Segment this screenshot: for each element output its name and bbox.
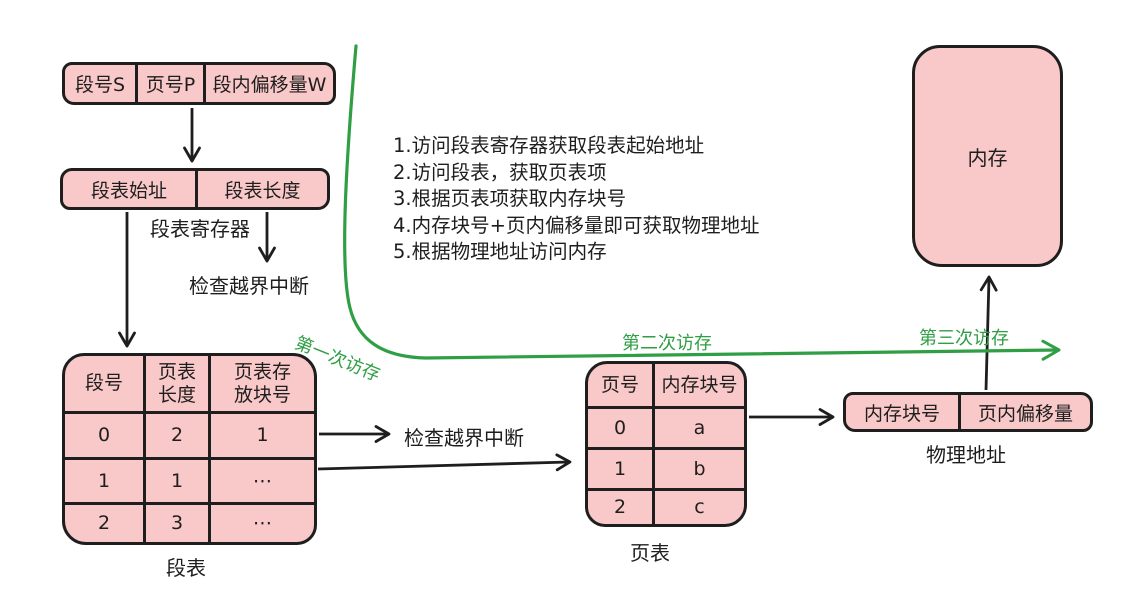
segment-table-cell: 1	[146, 457, 211, 502]
memory-box: 内存	[912, 45, 1063, 267]
segment-table-label: 段表	[166, 556, 206, 580]
step-2: 2.访问段表，获取页表项	[393, 160, 607, 184]
memory-block-cell: 内存块号	[846, 395, 961, 429]
segment-table-cell: 3	[146, 502, 211, 542]
step-3: 3.根据页表项获取内存块号	[393, 187, 627, 210]
segment-table-header-ptblock: 页表存 放块号	[233, 360, 291, 406]
segment-offset-cell: 段内偏移量W	[212, 74, 327, 96]
segment-table-length-cell: 段表长度	[224, 179, 301, 202]
step-5: 5.根据物理地址访问内存	[393, 240, 607, 263]
third-access-annotation: 第三次访存	[919, 328, 1009, 349]
segment-table-header-segno: 段号	[65, 356, 146, 411]
segment-table-cell: ⋯	[211, 502, 314, 542]
segment-number-cell: 段号S	[65, 65, 138, 102]
step-1: 1.访问段表寄存器获取段表起始地址	[393, 134, 705, 157]
page-offset-cell: 页内偏移量	[977, 402, 1073, 425]
steps-list: 1.访问段表寄存器获取段表起始地址 2.访问段表，获取页表项 3.根据页表项获取…	[393, 133, 759, 266]
segment-table-cell: 0	[65, 411, 146, 457]
page-table-cell: a	[655, 406, 744, 447]
page-number-cell: 页号P	[138, 65, 206, 102]
segment-table-cell: 1	[65, 457, 146, 502]
page-table-label: 页表	[630, 541, 670, 565]
segment-table-register-box: 段表始址 段表长度	[60, 168, 330, 210]
page-table-cell: 2	[588, 488, 655, 524]
page-table-header-blockno: 内存块号	[661, 373, 738, 396]
segment-table-base-cell: 段表始址	[63, 171, 198, 207]
segment-table-cell: 2	[146, 411, 211, 457]
segment-table: 段号 页表 长度 页表存 放块号 0 2 1 1 1 ⋯ 2 3 ⋯	[62, 353, 317, 545]
logical-address-box: 段号S 页号P 段内偏移量W	[62, 62, 336, 105]
segment-table-cell: ⋯	[211, 457, 314, 502]
page-table-cell: 1	[588, 447, 655, 488]
segment-table-cell: 2	[65, 502, 146, 542]
physical-address-label: 物理地址	[926, 443, 1006, 467]
step-4: 4.内存块号+页内偏移量即可获取物理地址	[393, 213, 760, 237]
physical-address-box: 内存块号 页内偏移量	[843, 392, 1093, 432]
memory-label: 内存	[967, 145, 1008, 170]
page-table-header-pageno: 页号	[588, 364, 655, 406]
arrow-segment-table-to-page-table	[317, 453, 572, 472]
second-access-annotation: 第二次访存	[622, 333, 712, 354]
segment-table-cell: 1	[211, 411, 314, 457]
segment-table-header-ptlen: 页表 长度	[146, 356, 211, 411]
page-table-cell: c	[655, 488, 744, 524]
bounds-check-label-top: 检查越界中断	[189, 274, 309, 298]
page-table: 页号 内存块号 0 a 1 b 2 c	[585, 361, 747, 527]
page-table-cell: 0	[588, 406, 655, 447]
page-table-cell: b	[655, 447, 744, 488]
segment-table-register-label: 段表寄存器	[150, 217, 250, 241]
bounds-check-label-middle: 检查越界中断	[404, 426, 524, 450]
